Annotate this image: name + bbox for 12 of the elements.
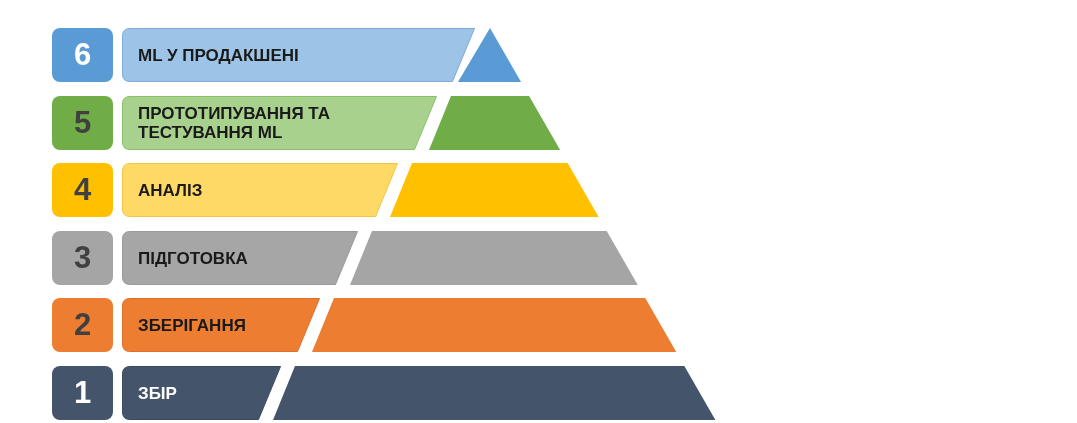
- level-number-badge: 5: [52, 96, 113, 150]
- level-label: АНАЛІЗ: [138, 180, 204, 200]
- level-number-badge: 3: [52, 231, 113, 285]
- level-label: ЗБІР: [138, 383, 178, 403]
- level-number-badge: 4: [52, 163, 113, 217]
- level-label: ПІДГОТОВКА: [138, 248, 249, 268]
- level-number-badge: 2: [52, 298, 113, 352]
- level-label: ML У ПРОДАКШЕНІ: [138, 45, 300, 65]
- level-label: ПРОТОТИПУВАННЯ ТА ТЕСТУВАННЯ ML: [138, 104, 331, 142]
- level-number-badge: 6: [52, 28, 113, 82]
- level-number-badge: 1: [52, 366, 113, 420]
- level-label: ЗБЕРІГАННЯ: [138, 315, 247, 335]
